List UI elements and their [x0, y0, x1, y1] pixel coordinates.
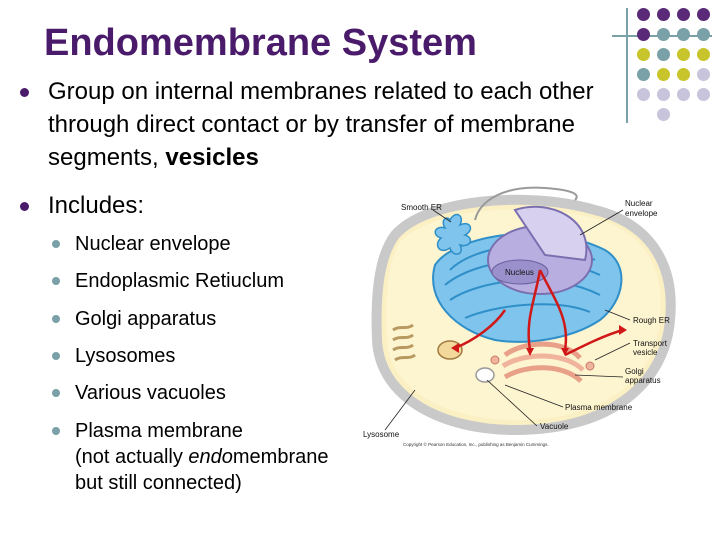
golgi-apparatus: [490, 341, 595, 383]
ornament-dot: [697, 68, 710, 81]
note-line-2: but still connected): [75, 472, 242, 494]
golgi-label-2: apparatus: [625, 376, 661, 385]
ornament-dot: [677, 48, 690, 61]
bullet-marker: [52, 240, 60, 248]
bullet-includes: Includes:: [20, 189, 660, 222]
ornament-dot: [657, 108, 670, 121]
copyright-text: Copyright © Pearson Education, Inc., pub…: [403, 441, 549, 447]
list-item-text: Nuclear envelope: [75, 233, 231, 255]
note-post: membrane: [232, 446, 329, 468]
smooth-er: [434, 213, 472, 255]
list-item: Golgi apparatus: [52, 306, 216, 332]
bullet-marker: [20, 88, 29, 97]
ornament-dot: [637, 28, 650, 41]
ornament-dot: [677, 8, 690, 21]
bullet-text: Group on internal membranes related to e…: [48, 75, 660, 174]
bullet-marker: [52, 389, 60, 397]
bullet-includes-text: Includes:: [48, 192, 145, 219]
transport-vesicle-label-2: vesicle: [633, 348, 658, 357]
ornament-dot: [697, 28, 710, 41]
vacuole-label: Vacuole: [540, 422, 569, 431]
list-item-text: Golgi apparatus: [75, 308, 217, 330]
list-item: Nuclear envelope: [52, 231, 231, 257]
bullet-definition-text: Group on internal membranes related to e…: [48, 78, 594, 171]
bullet-marker: [52, 277, 60, 285]
ornament-dot: [657, 8, 670, 21]
bullet-marker: [52, 315, 60, 323]
vacuole: [475, 367, 495, 383]
list-item-text: Endoplasmic Retiuclum: [75, 270, 284, 292]
ornament-dot: [657, 48, 670, 61]
list-item: Lysosomes: [52, 343, 175, 369]
leader-lines: [384, 209, 631, 431]
nuclear-envelope-label: Nuclear: [625, 199, 653, 208]
ornament-dot: [637, 88, 650, 101]
ornament-dot: [637, 48, 650, 61]
ornament-dot: [637, 68, 650, 81]
lysosome-label: Lysosome: [363, 430, 400, 439]
ornament-dot: [677, 88, 690, 101]
golgi-label: Golgi: [625, 367, 644, 376]
note-text: (not actually endomembrane but still conn…: [75, 446, 329, 494]
nucleus-interior: [491, 259, 549, 285]
list-item-text: Plasma membrane (not actually endomembran…: [75, 418, 329, 496]
transport-vesicle-label: Transport: [633, 339, 668, 348]
plasma-membrane-label: Plasma membrane: [75, 420, 243, 442]
list-item: Plasma membrane (not actually endomembran…: [52, 418, 329, 496]
ornament-vertical-line: [626, 8, 628, 123]
ornament-dot: [677, 68, 690, 81]
list-item: Endoplasmic Retiuclum: [52, 268, 284, 294]
ornament-dot: [657, 88, 670, 101]
endomembrane-cell-diagram: Nucleus Sm: [363, 186, 676, 447]
ornament-dot: [657, 28, 670, 41]
ornament-dot: [657, 68, 670, 81]
bullet-marker: [52, 352, 60, 360]
bullet-marker: [52, 427, 60, 435]
ornament-dot: [697, 8, 710, 21]
ornament-dot: [697, 48, 710, 61]
nuclear-envelope-label-2: envelope: [625, 209, 658, 218]
rough-er-label: Rough ER: [633, 316, 670, 325]
list-item: Various vacuoles: [52, 380, 226, 406]
list-item-text: Various vacuoles: [75, 382, 226, 404]
arrow-heads: [451, 325, 627, 356]
nucleus-label: Nucleus: [505, 268, 534, 277]
nuclear-envelope-cut: [513, 205, 588, 262]
smooth-er-label: Smooth ER: [401, 203, 442, 212]
membrane-projection: [474, 186, 578, 221]
transport-arrows: [454, 269, 624, 357]
rough-er-fold: [464, 303, 591, 319]
bullet-definition-bold: vesicles: [165, 144, 259, 171]
ornament-dot: [677, 28, 690, 41]
plasma-membrane-diagram-label: Plasma membrane: [565, 403, 633, 412]
note-pre: (not actually: [75, 446, 189, 468]
ornament-dot: [637, 8, 650, 21]
bullet-marker: [20, 202, 29, 211]
slide-title: Endomembrane System: [44, 22, 477, 64]
list-item-text: Lysosomes: [75, 345, 176, 367]
note-italic: endo: [188, 446, 233, 468]
wavy-membrane-left: [392, 323, 416, 362]
bullet-definition: Group on internal membranes related to e…: [20, 75, 660, 174]
ornament-dot: [697, 88, 710, 101]
